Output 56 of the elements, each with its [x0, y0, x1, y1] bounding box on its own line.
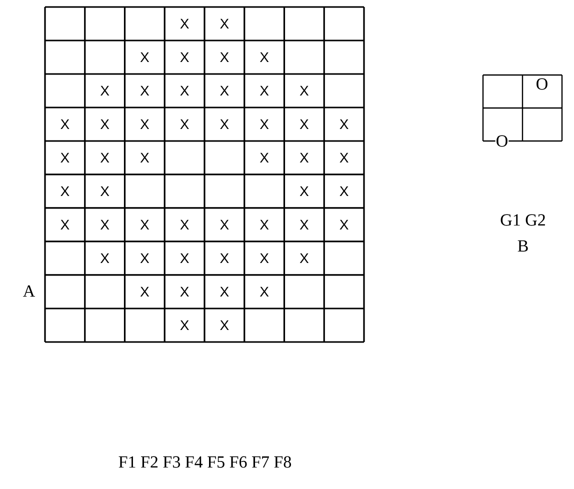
cell-mark: X [180, 253, 189, 264]
cell-mark: X [100, 220, 110, 230]
cell-mark: X [140, 152, 150, 163]
cell-mark: X [220, 220, 229, 230]
cell-mark: X [100, 86, 110, 96]
cell-mark: X [220, 119, 229, 130]
cell-mark: X [260, 86, 269, 96]
cell-mark: X [260, 253, 269, 264]
cell-mark: X [340, 220, 348, 230]
cell-mark: X [340, 152, 348, 163]
cell-mark: X [300, 253, 309, 264]
cell-mark: X [260, 52, 269, 62]
cell-mark: X [100, 152, 110, 163]
cell-mark: X [220, 86, 229, 96]
cell-mark: X [220, 286, 229, 297]
cell-mark: X [100, 119, 110, 130]
grid-caption: B [516, 240, 530, 252]
cell-mark: X [60, 186, 70, 196]
cell-mark: X [220, 18, 229, 29]
cell-mark: X [220, 253, 229, 264]
cell-mark: X [180, 286, 189, 297]
cell-mark: X [140, 220, 150, 230]
grid-caption: G1 G2 [500, 214, 546, 226]
cell-mark: X [260, 220, 269, 230]
cell-mark: X [180, 119, 189, 130]
cell-mark: X [140, 253, 150, 264]
cell-mark: X [60, 119, 70, 130]
circle-mark: O [495, 134, 509, 148]
cell-mark: X [140, 119, 150, 130]
cell-mark: X [180, 320, 189, 330]
cell-mark: X [220, 320, 229, 330]
grid-label: A [22, 284, 36, 298]
cell-mark: X [100, 253, 110, 264]
cell-mark: X [180, 86, 189, 96]
cell-mark: X [180, 52, 189, 62]
cell-mark: X [300, 220, 309, 230]
cell-mark: X [140, 86, 150, 96]
cell-mark: X [60, 220, 70, 230]
cell-mark: X [340, 186, 348, 196]
cell-mark: X [260, 286, 269, 297]
cell-mark: X [180, 18, 189, 29]
cell-mark: X [220, 52, 229, 62]
cell-mark: X [300, 152, 309, 163]
cell-mark: X [340, 119, 348, 130]
cell-mark: X [60, 152, 70, 163]
cell-mark: X [180, 220, 189, 230]
cell-mark: X [140, 52, 150, 62]
cell-mark: X [300, 186, 309, 196]
circle-mark: O [535, 78, 549, 90]
cell-mark: X [300, 119, 309, 130]
column-labels: F1 F2 F3 F4 F5 F6 F7 F8 [118, 456, 292, 468]
cell-mark: X [140, 286, 150, 297]
cell-mark: X [260, 152, 269, 163]
cell-mark: X [100, 186, 110, 196]
cell-mark: X [260, 119, 269, 130]
cell-mark: X [300, 86, 309, 96]
